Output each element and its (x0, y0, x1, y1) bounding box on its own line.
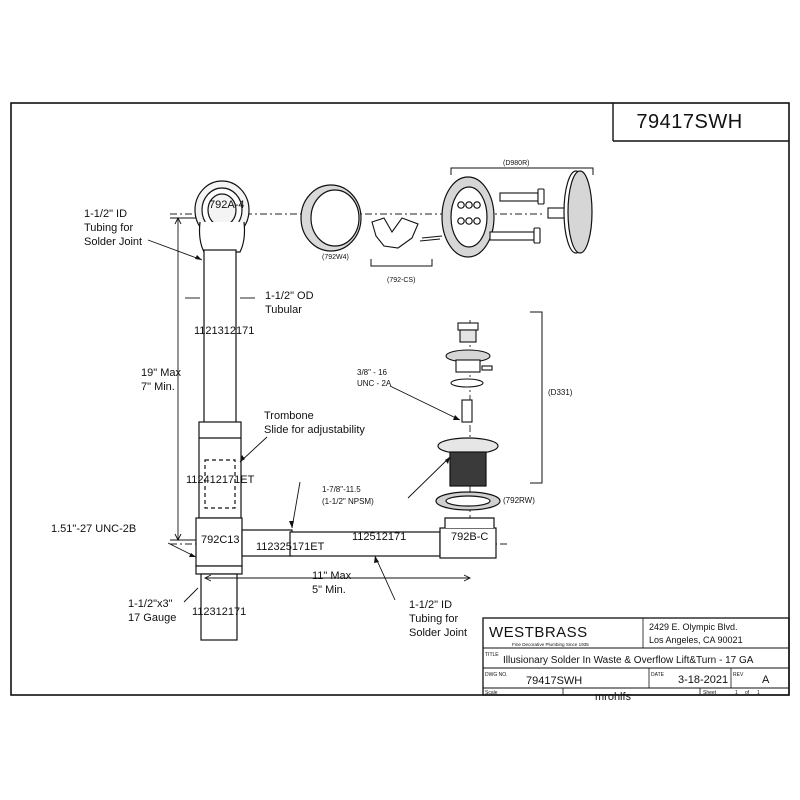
faceplate-bracket (450, 167, 594, 175)
drawn-by: mrohlfs (595, 691, 632, 703)
note-tailpiece-2: 17 Gauge (128, 612, 176, 624)
note-id-tubing-2: Tubing for (84, 222, 133, 234)
note-width-min: 5" Min. (312, 584, 346, 596)
title-label: TITLE (485, 652, 499, 658)
waste-tee (195, 517, 293, 641)
label-drain-gasket: (792RW) (503, 496, 535, 505)
note-id-tubing-1: 1-1/2" ID (84, 208, 127, 220)
company-address-1: 2429 E. Olympic Blvd. (649, 622, 738, 632)
company-tagline: Fine Decorative Plumbing Since 1935 (512, 642, 589, 647)
drain-stopper (445, 322, 493, 423)
label-faceplate-assembly: (D980R) (503, 160, 529, 167)
drain-bracket (530, 311, 543, 484)
note-thread-unc-2: UNC - 2A (357, 379, 392, 388)
faceplate (441, 176, 495, 258)
label-waste-tee: 792C13 (201, 534, 240, 546)
faceplate-cover (563, 170, 593, 254)
sheet-number: 1 (735, 690, 738, 696)
note-bottom-id-1: 1-1/2" ID (409, 599, 452, 611)
company-logo: WESTBRASS (489, 624, 588, 641)
note-id-tubing-3: Solder Joint (84, 236, 142, 248)
note-trombone-2: Slide for adjustability (264, 424, 365, 436)
note-thread-npsm-1: 1-7/8"-11.5 (322, 485, 361, 494)
label-shoe-elbow: 792B-C (451, 531, 488, 543)
note-height-min: 7" Min. (141, 381, 175, 393)
note-od-tubular-1: 1-1/2" OD (265, 290, 314, 302)
label-overflow-tube: 1121312171 (194, 325, 254, 337)
dwg-number: 79417SWH (526, 675, 582, 687)
date-label: DATE (651, 672, 665, 678)
company-address-2: Los Angeles, CA 90021 (649, 635, 743, 645)
scale-label: Scale (485, 690, 498, 696)
label-horizontal-tube: 112512171 (352, 531, 406, 543)
title-block (482, 617, 790, 696)
sheet-label: Sheet (703, 690, 717, 696)
label-overflow-elbow: 792A-4 (209, 199, 244, 211)
dimension-lines (170, 216, 472, 582)
note-bottom-id-2: Tubing for (409, 613, 458, 625)
drawing-number-header: 79417SWH (636, 110, 743, 133)
label-overflow-gasket: (792W4) (322, 254, 349, 261)
drawing-border (10, 102, 790, 696)
note-thread-npsm-2: (1-1/2" NPSM) (322, 497, 374, 506)
connector-spring (371, 217, 443, 249)
note-od-tubular-2: Tubular (265, 304, 302, 316)
horizontal-tube (289, 517, 497, 559)
label-connector-spring: (792-CS) (387, 277, 415, 284)
leader-arrowheads (189, 255, 460, 563)
drawing-title: Illusionary Solder In Waste & Overflow L… (503, 655, 754, 666)
overflow-elbow (194, 180, 250, 253)
sheet-total: 1 (757, 690, 760, 696)
note-tailpiece-1: 1-1/2"x3" (128, 598, 173, 610)
rev-label: REV (733, 672, 744, 678)
dwg-label: DWG NO. (485, 672, 508, 678)
drawing-date: 3-18-2021 (678, 674, 728, 686)
label-trombone-tube: 112412171ET (186, 474, 255, 486)
note-thread-unc-1: 3/8" - 16 (357, 368, 388, 377)
overflow-tube (198, 249, 242, 519)
label-tailpiece: 112312171 (192, 606, 246, 618)
drain-body (435, 437, 501, 511)
note-trombone-1: Trombone (264, 410, 314, 422)
of-label: of (745, 690, 750, 696)
label-horizontal-trombone: 112325171ET (256, 541, 325, 553)
note-bottom-id-3: Solder Joint (409, 627, 467, 639)
overflow-gasket (300, 184, 362, 252)
connector-bracket (370, 259, 433, 267)
note-tee-thread: 1.51"-27 UNC-2B (51, 523, 136, 535)
faceplate-screws (489, 188, 569, 244)
note-width-max: 11" Max (312, 570, 352, 582)
label-drain-assembly: (D331) (548, 388, 573, 397)
revision: A (762, 674, 770, 686)
note-height-max: 19" Max (141, 367, 181, 379)
